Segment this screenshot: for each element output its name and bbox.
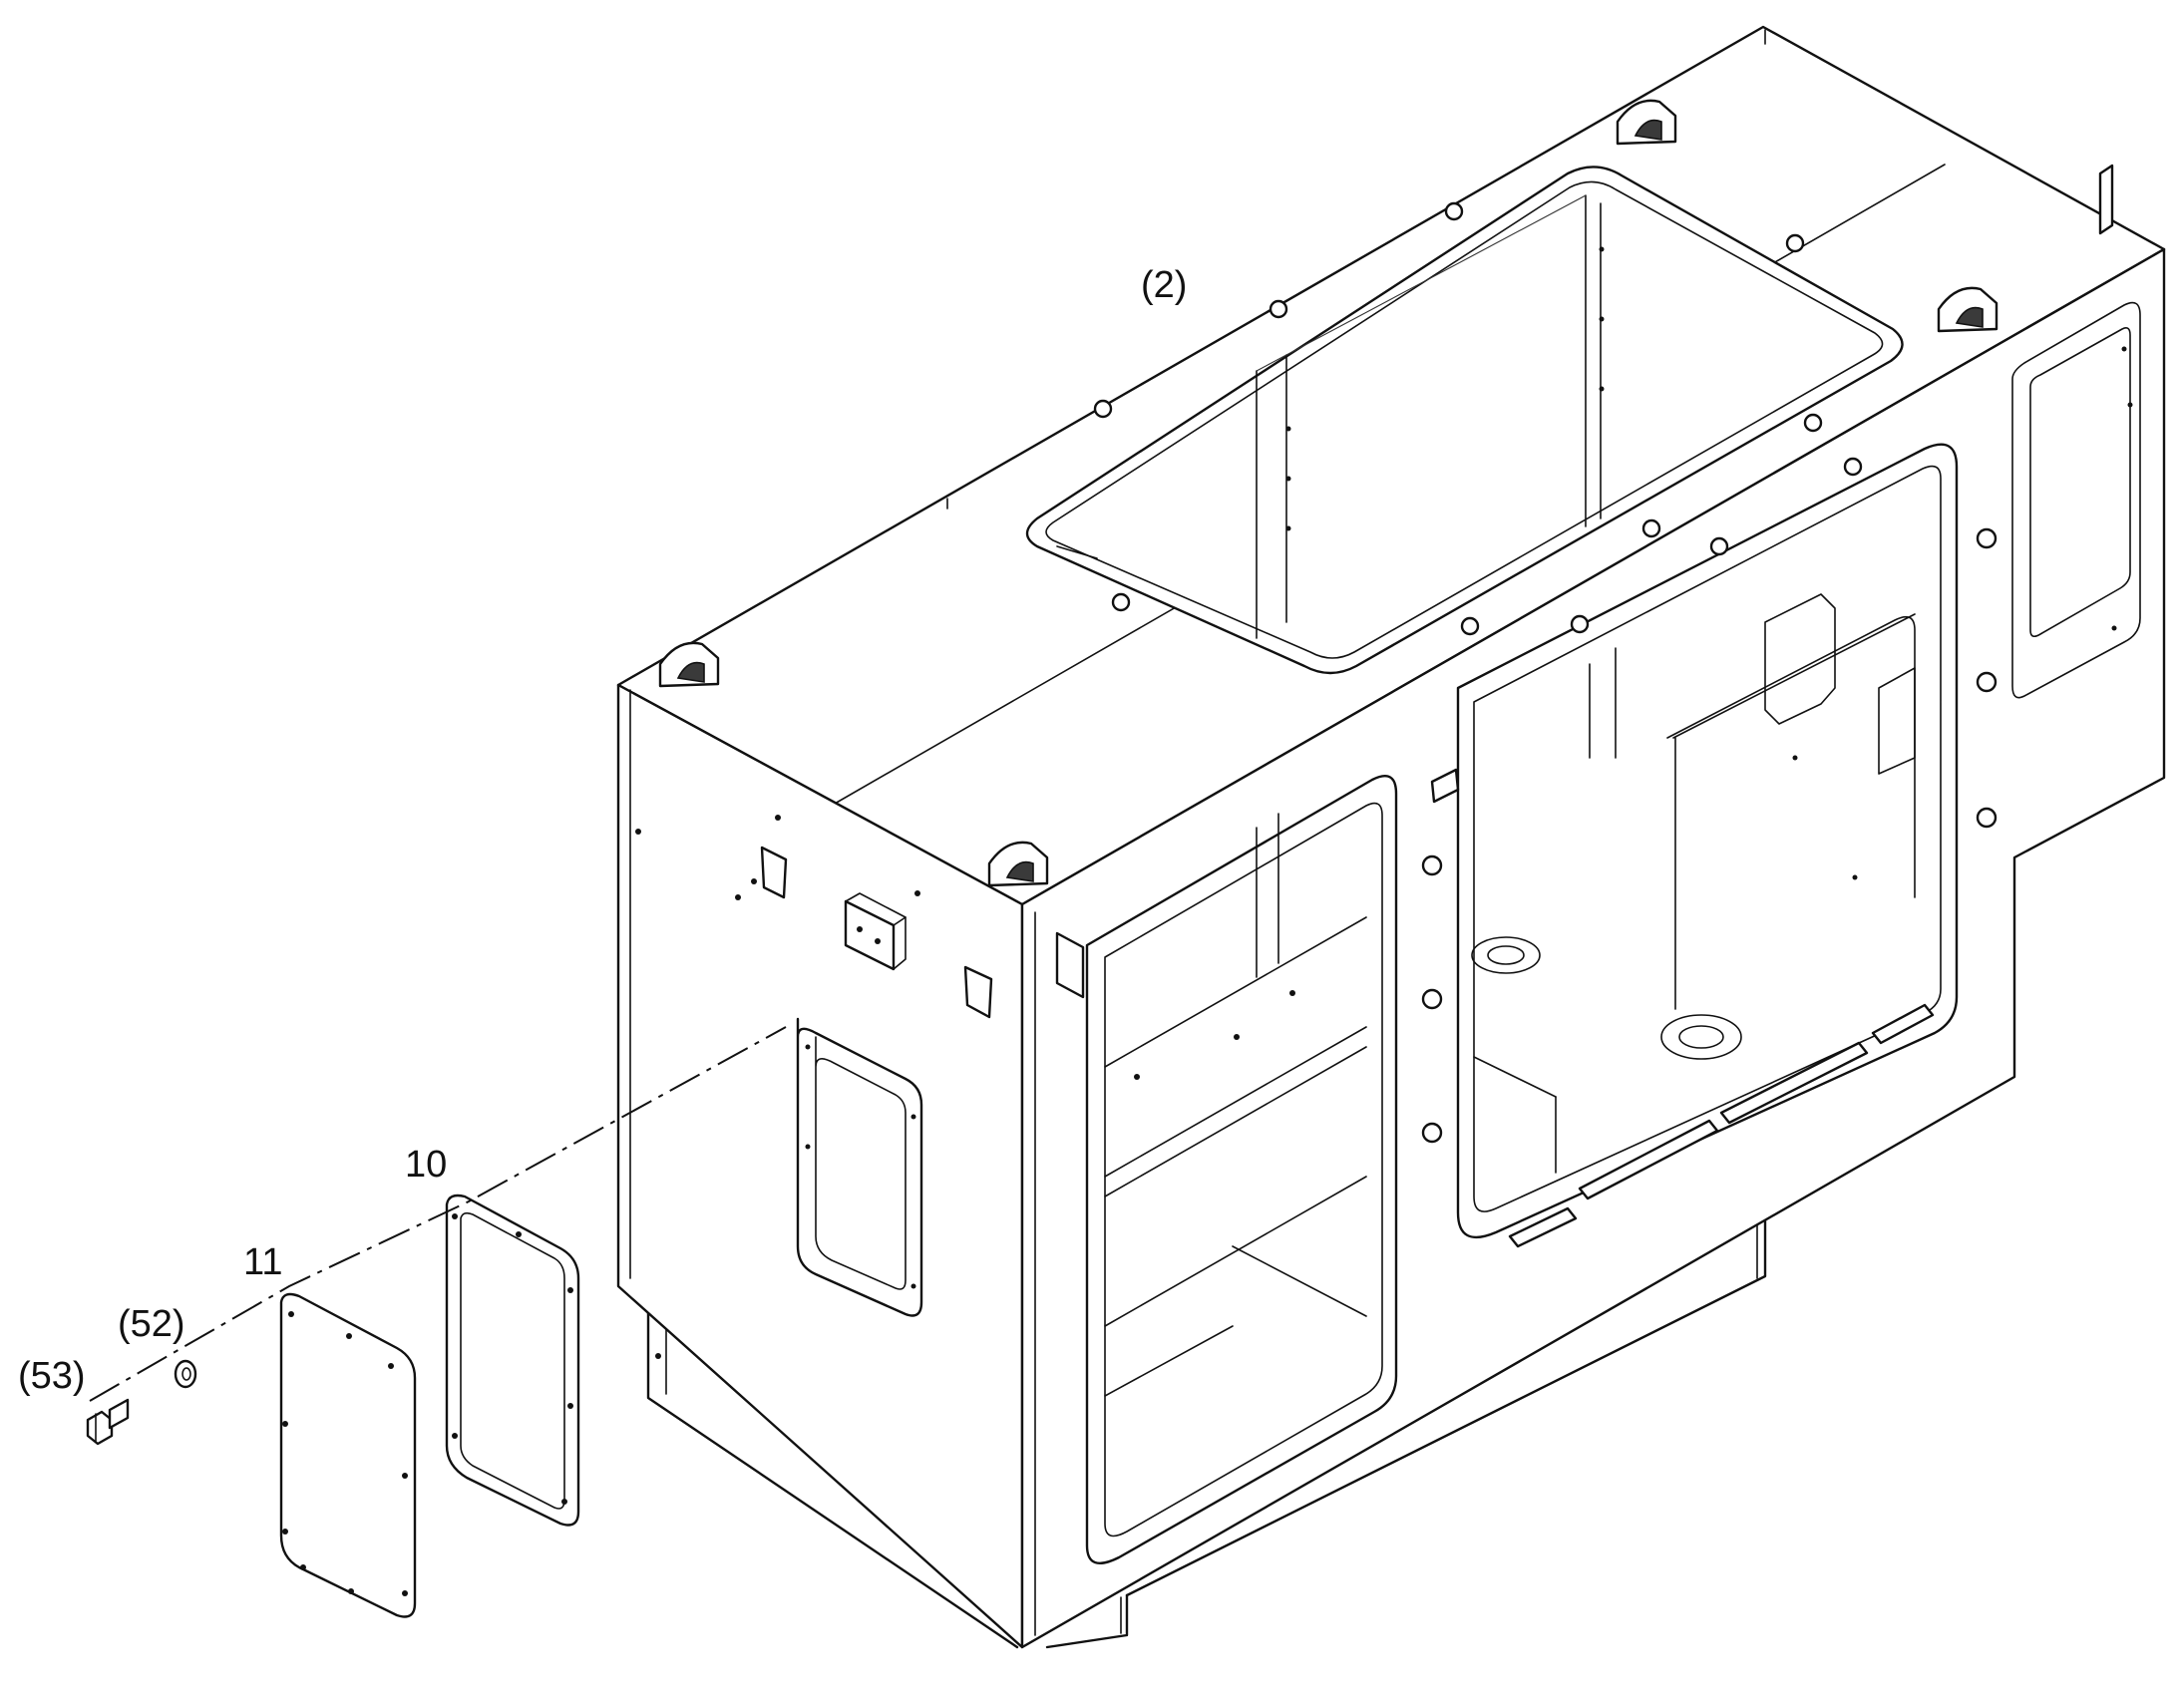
callout-gasket: 10 (405, 1144, 447, 1186)
callout-bolt: (53) (18, 1355, 86, 1397)
step-rails (1508, 1003, 1935, 1248)
end-panel-service-opening (796, 1017, 923, 1317)
end-panel-fittings (635, 815, 993, 1359)
gasket-part (445, 1194, 580, 1527)
side-bosses (1421, 527, 1998, 1144)
roof-bosses (1093, 201, 1863, 636)
lower-skirt (646, 1214, 1767, 1649)
callout-cover-plate: 11 (243, 1241, 282, 1283)
bolt-part (86, 1398, 130, 1446)
assembly-centerline (89, 1026, 787, 1402)
callout-labels: (2) 10 11 (52) (53) (18, 264, 1187, 1397)
cover-plate-part (279, 1292, 417, 1618)
cabin-frame-assembly (616, 25, 2166, 1649)
roof-hatch-opening (1025, 166, 1904, 675)
side-door-opening-left (1085, 775, 1398, 1565)
callout-frame: (2) (1141, 264, 1187, 306)
lifting-blocks (658, 99, 1998, 887)
far-end-opening (2011, 301, 2141, 699)
washer-part (174, 1359, 197, 1389)
corner-brackets (946, 29, 2114, 999)
callout-washer: (52) (118, 1303, 185, 1345)
side-door-opening-right (1456, 443, 1959, 1239)
